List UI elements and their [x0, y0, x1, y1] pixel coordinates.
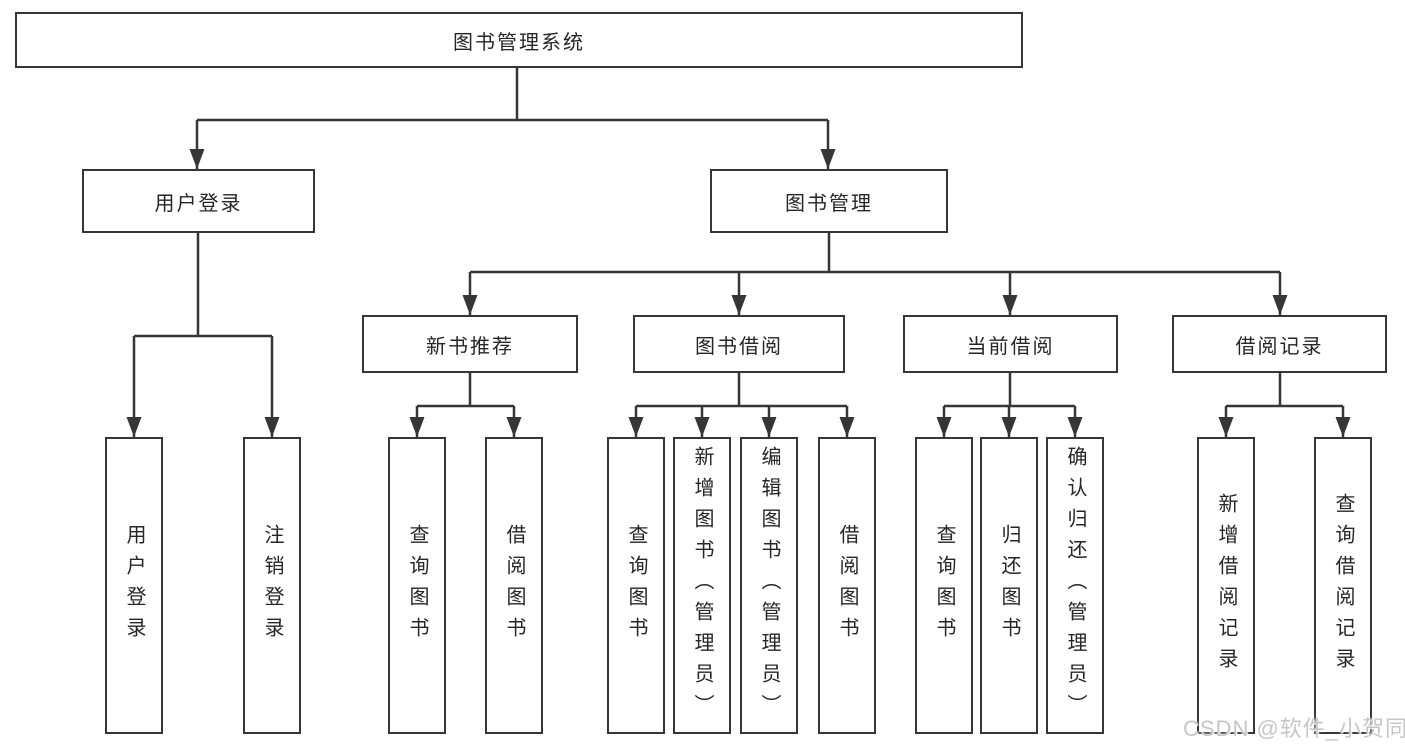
leaf-query-borrow-record-label: 查询借阅记录 — [1332, 492, 1354, 679]
leaf-query-books-2: 查询图书 — [607, 437, 665, 734]
connector-current-borrowing-rail — [944, 373, 1075, 408]
leaf-borrow-books-2-label: 借阅图书 — [836, 523, 858, 648]
leaf-confirm-return-admin-label: 确认归还（管理员） — [1064, 446, 1086, 725]
leaf-logout-label: 注销登录 — [261, 523, 283, 648]
node-new-book-recommend-label: 新书推荐 — [426, 335, 514, 358]
connector-new-book-recommend-rail — [417, 373, 514, 408]
leaf-return-books-label: 归还图书 — [998, 523, 1020, 648]
node-user-login-label: 用户登录 — [154, 192, 243, 215]
leaf-query-books-3-label: 查询图书 — [933, 523, 955, 648]
node-user-login: 用户登录 — [82, 169, 315, 233]
leaf-return-books: 归还图书 — [980, 437, 1038, 734]
node-current-borrowing: 当前借阅 — [903, 315, 1118, 373]
node-book-borrowing-label: 图书借阅 — [695, 335, 783, 358]
node-root-label: 图书管理系统 — [453, 31, 585, 54]
leaf-borrow-books-1-label: 借阅图书 — [503, 523, 525, 648]
csdn-watermark: CSDN @软件_小贺同学 — [1183, 716, 1405, 741]
leaf-query-books-1-label: 查询图书 — [406, 523, 428, 648]
leaf-query-books-3: 查询图书 — [915, 437, 973, 734]
connector-user-login-rail — [134, 233, 272, 338]
leaf-edit-books-admin-label: 编辑图书（管理员） — [758, 446, 780, 725]
leaf-query-borrow-record: 查询借阅记录 — [1314, 437, 1372, 734]
leaf-add-books-admin-label: 新增图书（管理员） — [691, 446, 713, 725]
node-borrow-records: 借阅记录 — [1172, 315, 1387, 373]
leaf-add-books-admin: 新增图书（管理员） — [673, 437, 731, 734]
leaf-add-borrow-record: 新增借阅记录 — [1197, 437, 1255, 734]
leaf-edit-books-admin: 编辑图书（管理员） — [740, 437, 798, 734]
leaf-user-login: 用户登录 — [105, 437, 163, 734]
leaf-logout: 注销登录 — [243, 437, 301, 734]
node-current-borrowing-label: 当前借阅 — [966, 335, 1055, 358]
node-borrow-records-label: 借阅记录 — [1235, 335, 1324, 358]
node-book-management-label: 图书管理 — [785, 192, 873, 215]
leaf-borrow-books-1: 借阅图书 — [485, 437, 543, 734]
connector-book-borrowing-rail — [636, 373, 847, 408]
node-new-book-recommend: 新书推荐 — [362, 315, 578, 373]
leaf-borrow-books-2: 借阅图书 — [818, 437, 876, 734]
node-book-management: 图书管理 — [710, 169, 948, 233]
leaf-user-login-label: 用户登录 — [123, 523, 145, 648]
node-root-library-system: 图书管理系统 — [15, 12, 1023, 68]
connector-borrow-records-rail — [1226, 373, 1343, 408]
connector-book-management-rail — [470, 233, 1280, 274]
leaf-confirm-return-admin: 确认归还（管理员） — [1046, 437, 1104, 734]
leaf-add-borrow-record-label: 新增借阅记录 — [1215, 492, 1237, 679]
leaf-query-books-1: 查询图书 — [388, 437, 446, 734]
leaf-query-books-2-label: 查询图书 — [625, 523, 647, 648]
node-book-borrowing: 图书借阅 — [633, 315, 845, 373]
connector-root-rail — [197, 68, 828, 122]
